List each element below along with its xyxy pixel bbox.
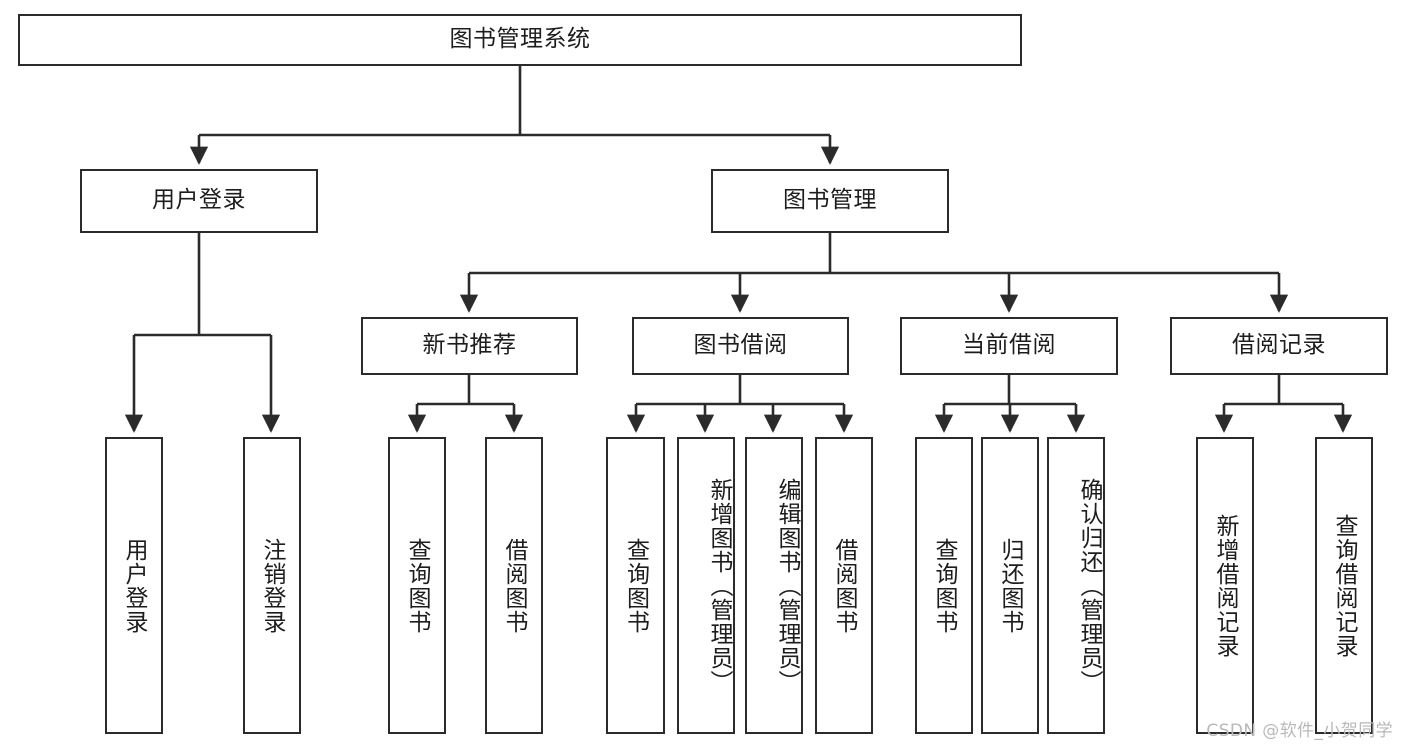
node-new-book-recommend[interactable]: 新书推荐 [361, 317, 578, 375]
leaf-book-borrow-edit-admin[interactable]: 编辑图书（管理员） [745, 437, 803, 734]
leaf-book-borrow-query[interactable]: 查询图书 [606, 437, 665, 734]
leaf-new-book-query[interactable]: 查询图书 [388, 437, 446, 734]
node-book-management[interactable]: 图书管理 [711, 169, 949, 233]
leaf-user-login-signout[interactable]: 注销登录 [243, 437, 301, 734]
leaf-book-borrow-borrow[interactable]: 借阅图书 [815, 437, 873, 734]
leaf-new-book-borrow[interactable]: 借阅图书 [485, 437, 543, 734]
leaf-book-borrow-add-admin[interactable]: 新增图书（管理员） [677, 437, 735, 734]
leaf-user-login-signin[interactable]: 用户登录 [105, 437, 163, 734]
csdn-watermark: CSDN @软件_小贺同学 [1206, 721, 1393, 741]
node-user-login[interactable]: 用户登录 [80, 169, 318, 233]
node-borrow-record[interactable]: 借阅记录 [1170, 317, 1388, 375]
leaf-borrow-record-query[interactable]: 查询借阅记录 [1315, 437, 1373, 734]
node-book-borrow[interactable]: 图书借阅 [632, 317, 849, 375]
node-root-system[interactable]: 图书管理系统 [18, 14, 1022, 66]
node-current-borrow[interactable]: 当前借阅 [900, 317, 1118, 375]
leaf-current-borrow-query[interactable]: 查询图书 [915, 437, 973, 734]
leaf-current-borrow-return[interactable]: 归还图书 [981, 437, 1039, 734]
leaf-borrow-record-add[interactable]: 新增借阅记录 [1196, 437, 1254, 734]
leaf-current-borrow-confirm-admin[interactable]: 确认归还（管理员） [1047, 437, 1105, 734]
